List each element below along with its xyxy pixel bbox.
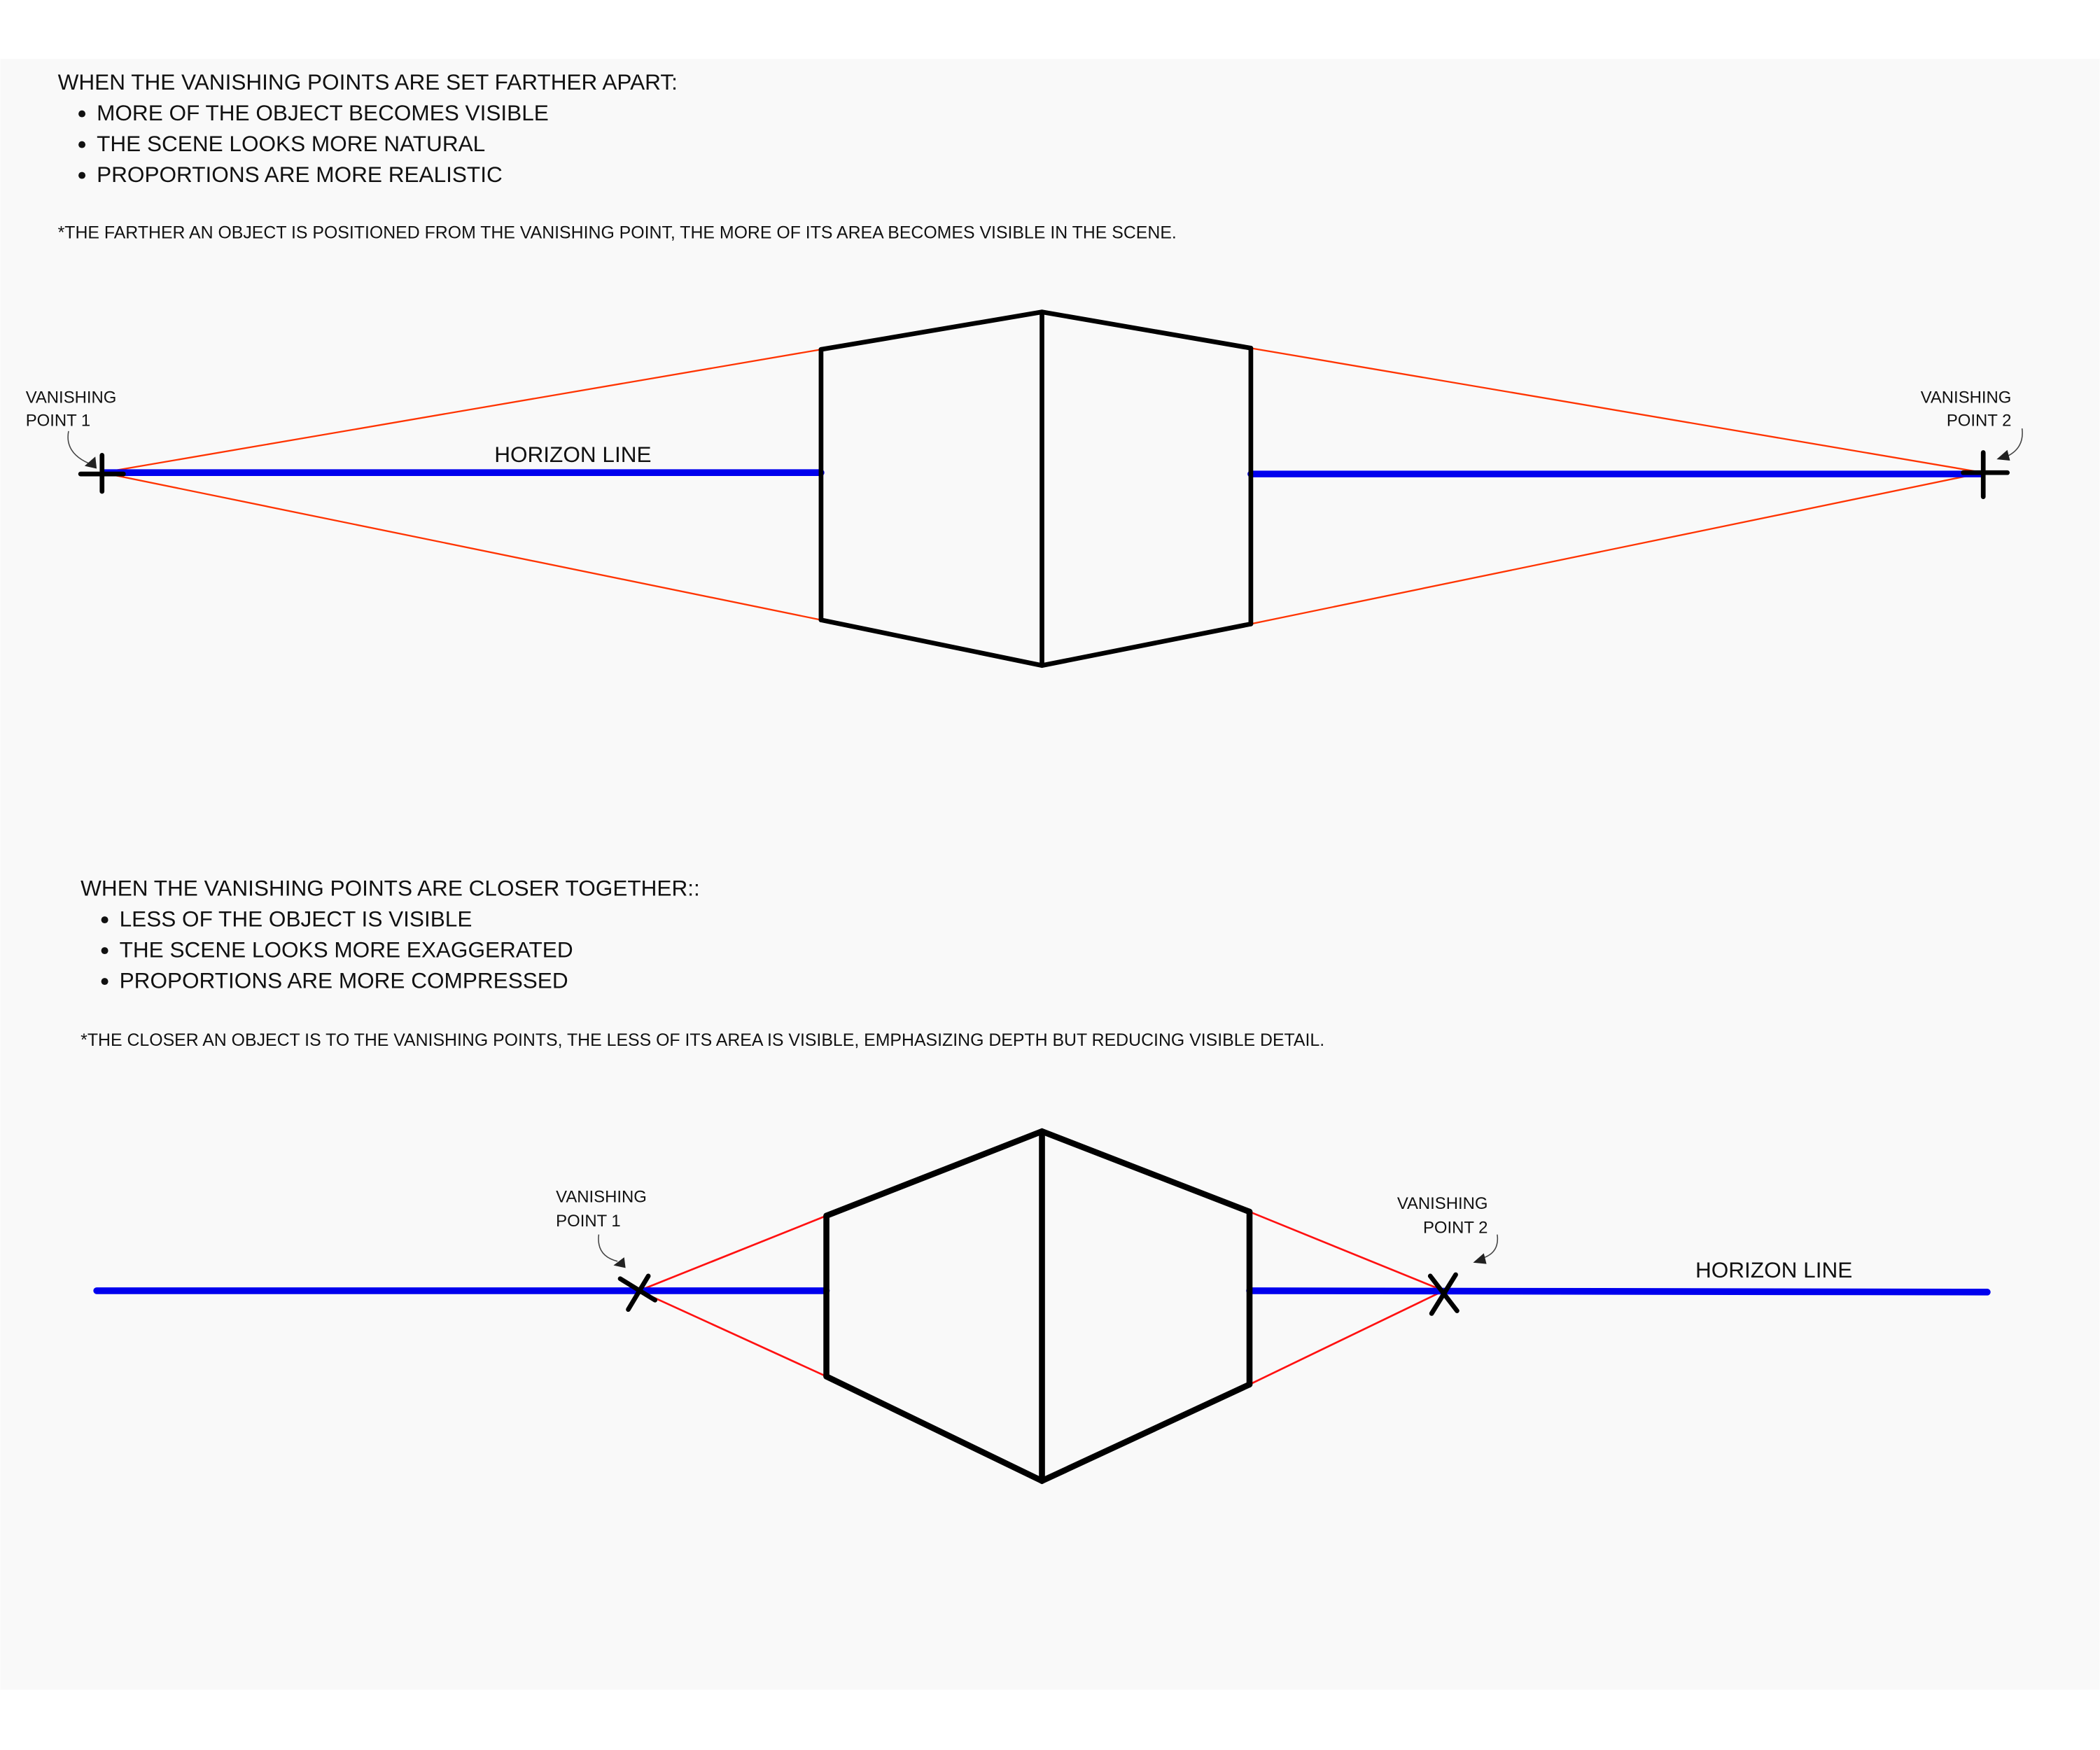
arrow-icon [1473, 1234, 1499, 1264]
horizon-line-right [1246, 1287, 1991, 1296]
horizon-label: HORIZON LINE [494, 442, 651, 467]
vanishing-point-2-cross-icon [1961, 450, 2010, 499]
bottom-drawing: VANISHING POINT 1 VANISHING POINT 2 HORI… [93, 1128, 1991, 1485]
bottom-heading: WHEN THE VANISHING POINTS ARE CLOSER TOG… [80, 876, 700, 901]
construction-line [1249, 1210, 1444, 1292]
vp1-label-line1: VANISHING [556, 1188, 647, 1207]
construction-line [102, 472, 822, 621]
top-bullet-3: PROPORTIONS ARE MORE REALISTIC [97, 162, 503, 187]
top-bullet-2: THE SCENE LOOKS MORE NATURAL [97, 131, 485, 156]
bottom-text: WHEN THE VANISHING POINTS ARE CLOSER TOG… [80, 876, 1324, 1050]
bottom-bullet-3: PROPORTIONS ARE MORE COMPRESSED [120, 968, 568, 993]
arrow-icon [598, 1234, 626, 1268]
bullet-dot [78, 141, 86, 148]
top-text: WHEN THE VANISHING POINTS ARE SET FARTHE… [58, 69, 1177, 242]
top-bullet-1: MORE OF THE OBJECT BECOMES VISIBLE [97, 100, 549, 125]
construction-line [638, 1289, 827, 1378]
bottom-bullet-2: THE SCENE LOOKS MORE EXAGGERATED [120, 937, 573, 962]
vanishing-point-2-x-icon [1427, 1272, 1460, 1316]
vp2-label-line2: POINT 2 [1423, 1219, 1488, 1238]
bullet-dot [101, 916, 108, 924]
bullet-dot [101, 947, 108, 955]
panel-background [0, 59, 2100, 1690]
construction-line [1250, 347, 1984, 474]
construction-line [1249, 1289, 1444, 1386]
bottom-bullet-1: LESS OF THE OBJECT IS VISIBLE [120, 906, 472, 932]
bullet-dot [78, 172, 86, 179]
bullet-dot [101, 978, 108, 986]
vp1-label-line2: POINT 1 [556, 1212, 621, 1231]
vanishing-point-1-x-icon [617, 1273, 658, 1312]
construction-line [638, 1214, 827, 1292]
vp1-label-line2: POINT 1 [26, 411, 91, 430]
vp2-label-line1: VANISHING [1397, 1194, 1488, 1213]
top-heading: WHEN THE VANISHING POINTS ARE SET FARTHE… [58, 69, 678, 94]
vp2-label-line2: POINT 2 [1947, 411, 2012, 430]
bullet-dot [78, 110, 86, 118]
horizon-label: HORIZON LINE [1695, 1257, 1852, 1282]
arrow-icon [67, 430, 97, 469]
arrow-icon [1996, 428, 2023, 461]
vp2-label-line1: VANISHING [1921, 388, 2012, 407]
construction-line [102, 349, 822, 474]
top-note: *THE FARTHER AN OBJECT IS POSITIONED FRO… [58, 223, 1177, 242]
bottom-note: *THE CLOSER AN OBJECT IS TO THE VANISHIN… [80, 1030, 1324, 1050]
vanishing-point-1-cross-icon [78, 452, 126, 494]
construction-line [1250, 472, 1984, 625]
top-drawing: VANISHING POINT 1 VANISHING POINT 2 HORI… [26, 309, 2023, 668]
vp1-label-line1: VANISHING [26, 388, 117, 407]
